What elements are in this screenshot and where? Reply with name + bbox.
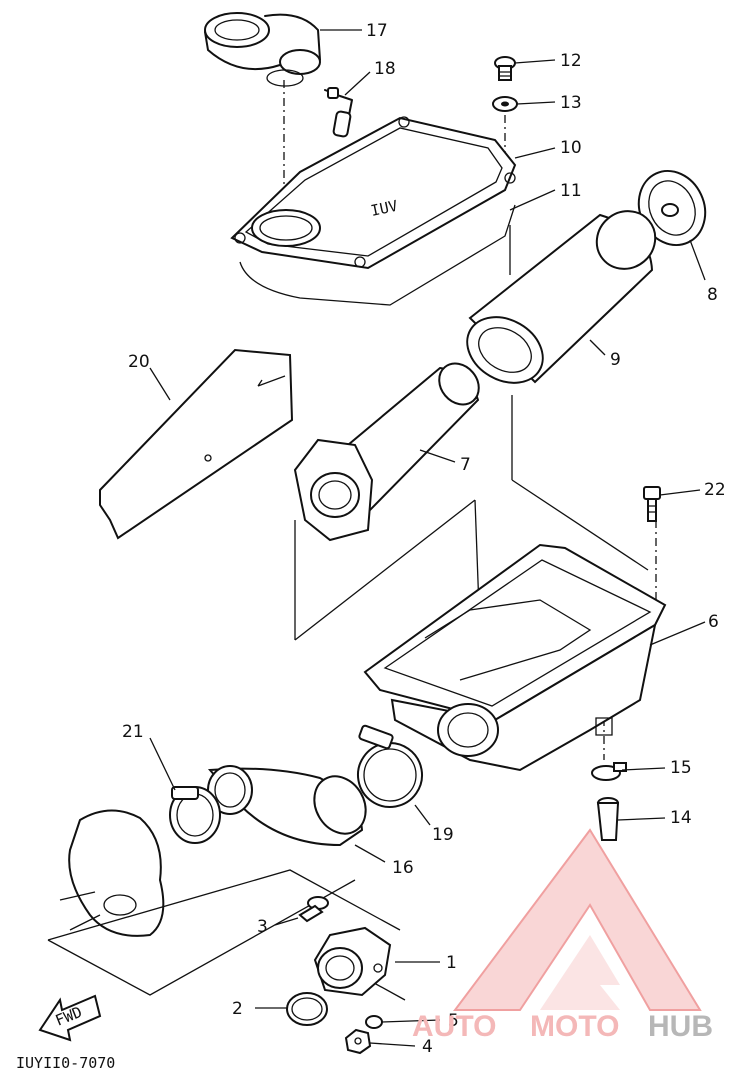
fwd-arrow: FWD xyxy=(38,994,102,1042)
watermark-hub: HUB xyxy=(648,1010,713,1043)
callout-14: 14 xyxy=(670,808,692,828)
part-15-drain-clamp xyxy=(591,762,627,781)
part-5-washer xyxy=(365,1015,383,1029)
part-19-hose-clamp xyxy=(357,724,423,808)
part-17-intake-elbow xyxy=(204,12,321,87)
diagram-code: IUYII0-7070 xyxy=(16,1054,115,1072)
callout-7: 7 xyxy=(460,455,471,475)
callout-8: 8 xyxy=(707,285,718,305)
callout-12: 12 xyxy=(560,51,582,71)
watermark-text: AUTO MOTO HUB xyxy=(412,1010,713,1043)
callout-4: 4 xyxy=(422,1037,433,1057)
callout-22: 22 xyxy=(704,480,726,500)
watermark-moto: MOTO xyxy=(530,1010,619,1043)
part-8-end-cap xyxy=(637,170,707,246)
callout-20: 20 xyxy=(128,352,150,372)
part-6-filter-case xyxy=(363,543,667,772)
callout-21: 21 xyxy=(122,722,144,742)
part-4-nut xyxy=(344,1028,372,1055)
part-21-hose-clamp xyxy=(169,786,221,844)
callout-2: 2 xyxy=(232,999,243,1019)
callout-15: 15 xyxy=(670,758,692,778)
callout-18: 18 xyxy=(374,59,396,79)
watermark-auto: AUTO xyxy=(412,1010,496,1043)
callout-9: 9 xyxy=(610,350,621,370)
callout-labels: 17 18 12 13 10 11 8 9 20 7 22 6 21 15 14… xyxy=(122,21,726,1057)
leader-lines xyxy=(149,29,706,1047)
part-13-washer xyxy=(492,96,518,112)
callout-16: 16 xyxy=(392,858,414,878)
part-3-bolt xyxy=(298,896,329,923)
part-12-screw xyxy=(494,56,516,81)
callout-10: 10 xyxy=(560,138,582,158)
watermark-logo xyxy=(453,828,702,1011)
callout-6: 6 xyxy=(708,612,719,632)
part-2-o-ring xyxy=(286,992,328,1026)
part-22-bolt xyxy=(643,486,661,522)
part-18-breather-elbow xyxy=(324,87,353,138)
part-20-cover-plate xyxy=(99,348,294,540)
part-7-filter-guide xyxy=(293,362,480,542)
part-10-air-box-cover: IUV xyxy=(230,116,517,270)
part-14-drain-plug xyxy=(596,797,620,841)
carburetor-reference xyxy=(59,809,165,937)
callout-5: 5 xyxy=(448,1011,459,1031)
part-7-marking: IUV xyxy=(369,197,399,220)
callout-1: 1 xyxy=(446,953,457,973)
part-1-carb-joint xyxy=(313,926,392,997)
part-9-filter-element xyxy=(466,210,657,384)
part-16-intake-hose xyxy=(207,765,367,847)
callout-19: 19 xyxy=(432,825,454,845)
callout-3: 3 xyxy=(257,917,268,937)
callout-13: 13 xyxy=(560,93,582,113)
callout-17: 17 xyxy=(366,21,388,41)
callout-11: 11 xyxy=(560,181,582,201)
part-11-gasket xyxy=(239,204,516,306)
